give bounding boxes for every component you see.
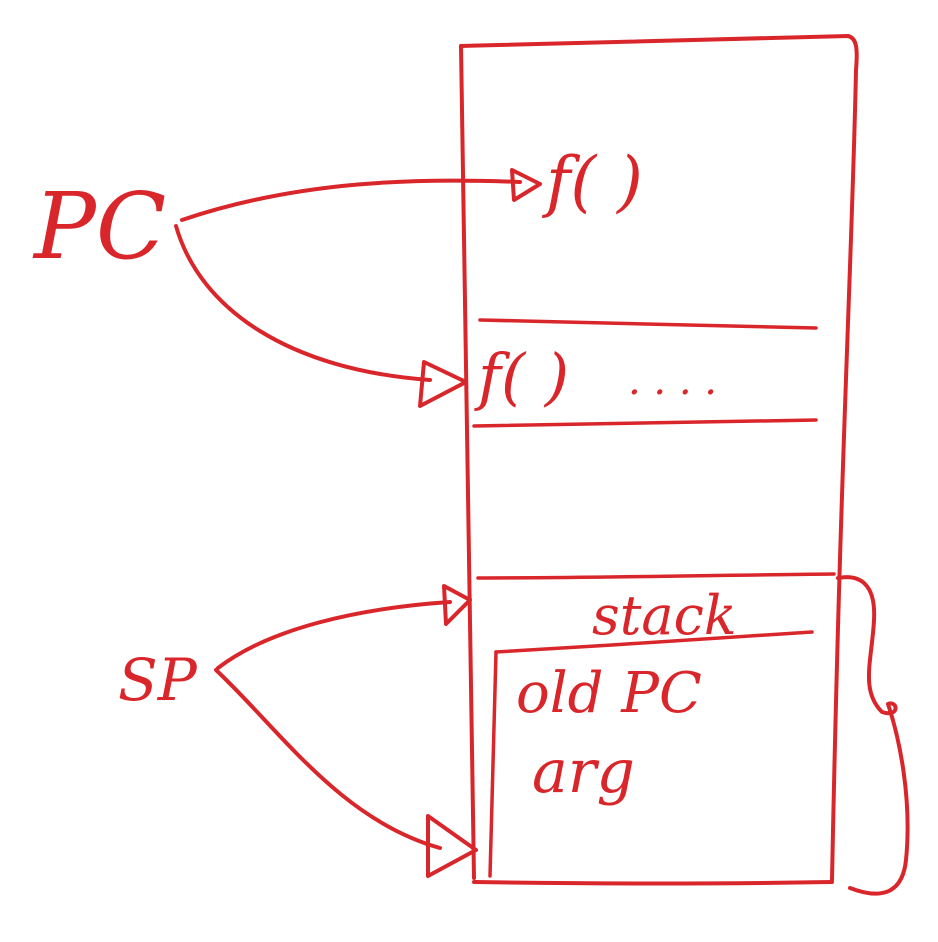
f-mid-dots: . . . . bbox=[628, 358, 717, 404]
divider-stack-bottom bbox=[494, 630, 814, 654]
stack-brace bbox=[836, 575, 910, 896]
f-mid-label: f( ) bbox=[474, 340, 569, 413]
arg-label: arg bbox=[532, 737, 635, 807]
pc-arrow-to-f-top-head bbox=[510, 168, 542, 202]
pc-arrow-to-f-mid bbox=[174, 224, 432, 382]
pc-label: PC bbox=[32, 173, 166, 280]
stack-region-left-edge bbox=[488, 650, 498, 878]
memory-column-top-edge bbox=[459, 34, 859, 72]
memory-column-bottom-edge bbox=[472, 880, 834, 886]
divider-stack-top bbox=[476, 572, 836, 580]
sp-arrow-to-frame-bottom bbox=[214, 668, 442, 850]
divider-frame-bottom bbox=[472, 418, 818, 428]
f-top-label: f( ) bbox=[541, 143, 643, 220]
pc-arrow-to-f-mid-head bbox=[418, 360, 468, 408]
divider-frame-top bbox=[478, 318, 818, 330]
sp-arrow-to-frame-bottom-head bbox=[426, 814, 478, 878]
memory-column-left-edge bbox=[459, 44, 476, 880]
old-pc-label: old PC bbox=[516, 661, 702, 726]
pc-arrow-to-f-top bbox=[180, 178, 522, 222]
memory-column-right-edge bbox=[830, 68, 858, 882]
sp-label: SP bbox=[118, 646, 198, 714]
sp-arrow-to-stack-top-head bbox=[442, 584, 472, 626]
ink-strokes bbox=[174, 34, 910, 896]
stack-label: stack bbox=[592, 584, 737, 647]
sp-arrow-to-stack-top bbox=[216, 600, 452, 670]
